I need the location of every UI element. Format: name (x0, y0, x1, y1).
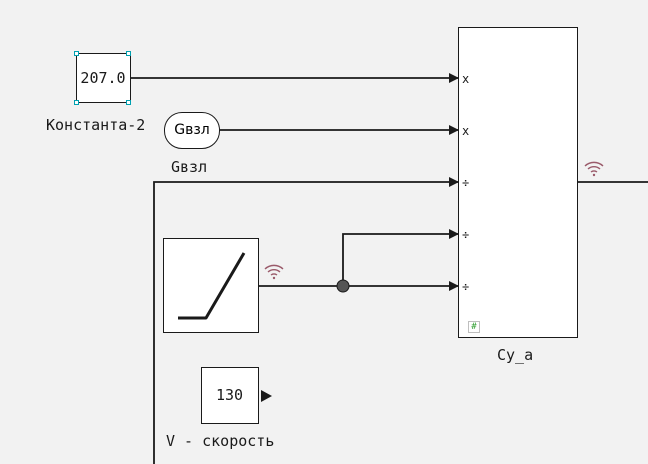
constant-block-label: Константа-2 (46, 116, 146, 134)
product-port-1: x (462, 72, 470, 86)
product-port-4: ÷ (462, 228, 470, 242)
constant-block[interactable]: 207.0 (76, 53, 131, 103)
signal-line-port4[interactable] (342, 229, 459, 286)
selection-handle[interactable] (126, 51, 131, 56)
product-port-2: x (462, 124, 470, 138)
selection-handle[interactable] (126, 100, 131, 105)
signal-line-port3[interactable] (153, 177, 459, 464)
from-block-tag: Gвзл (174, 122, 210, 138)
speed-block-label: V - скорость (166, 432, 275, 450)
product-port-3: ÷ (462, 176, 470, 190)
lookup-block[interactable] (163, 238, 259, 333)
from-block-label: Gвзл (171, 158, 208, 176)
wifi-signal-icon (264, 264, 284, 280)
speed-constant-block[interactable]: 130 (201, 367, 259, 424)
product-port-5: ÷ (462, 280, 470, 294)
output-arrow-icon (261, 390, 272, 402)
product-block[interactable]: x x ÷ ÷ ÷ # (458, 27, 578, 338)
from-block[interactable]: Gвзл (164, 112, 220, 149)
wifi-signal-icon (584, 161, 604, 177)
ramp-curve-icon (178, 252, 246, 320)
code-badge-icon: # (468, 321, 480, 333)
selection-handle[interactable] (74, 100, 79, 105)
selection-handle[interactable] (74, 51, 79, 56)
product-block-label: Cy_a (497, 346, 534, 364)
speed-value: 130 (215, 386, 244, 404)
constant-value: 207.0 (80, 69, 126, 87)
branch-point-icon (336, 279, 350, 293)
